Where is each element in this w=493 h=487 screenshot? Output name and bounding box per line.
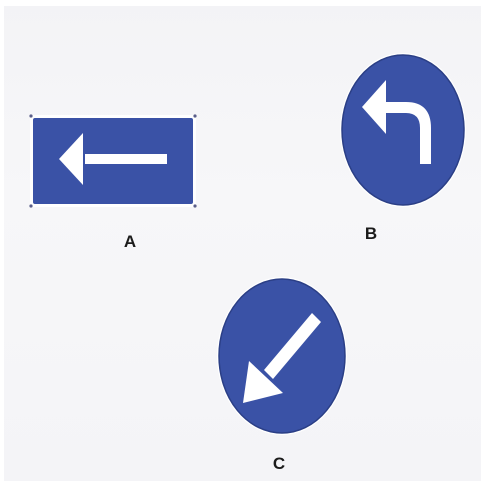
sign-a-graphic (29, 114, 197, 208)
sign-b-label: B (364, 224, 378, 243)
sign-c (215, 275, 350, 437)
sign-b (338, 50, 468, 210)
border-right (481, 0, 493, 487)
sign-c-graphic (217, 277, 347, 435)
sign-a-label: A (123, 232, 137, 251)
border-bottom (0, 481, 493, 487)
sign-b-graphic (340, 53, 466, 207)
border-left (0, 0, 4, 487)
arrow-down-left-icon (243, 313, 321, 403)
arrow-left-icon (59, 133, 167, 185)
border-top (0, 0, 493, 6)
sign-c-label: C (272, 454, 286, 473)
turn-left-icon (362, 80, 431, 164)
sign-a (27, 112, 199, 210)
